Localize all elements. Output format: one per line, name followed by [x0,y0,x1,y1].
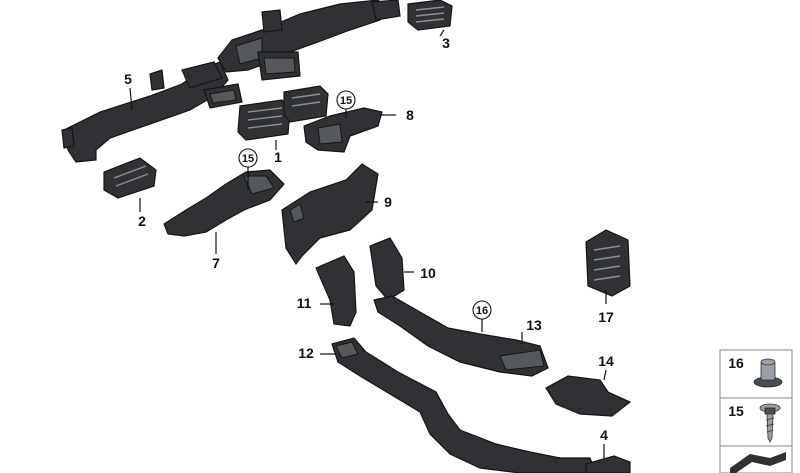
callout-7: 7 [212,255,220,271]
part-4-vent [585,455,631,473]
upper-center-duct [217,0,401,81]
part-1-twin-vent [237,85,329,141]
legend-label-16: 16 [728,355,744,371]
part-2-vent [103,157,157,199]
part-11-duct [315,255,357,327]
part-7-duct [163,169,285,237]
callout-5: 5 [124,71,132,87]
callout-17: 17 [598,309,614,325]
callout-11: 11 [297,295,312,311]
part-17-vent [585,229,631,297]
callout-15-top: 15 [340,95,352,107]
leader-lines [129,29,607,458]
part-8-duct [303,107,383,153]
callout-13: 13 [526,317,542,333]
legend-label-15: 15 [728,403,744,419]
callout-3: 3 [442,35,450,51]
clip-icon [730,452,786,473]
callout-4: 4 [600,427,608,443]
part-10-duct [369,237,405,301]
part-9-duct [281,163,379,266]
callout-16: 16 [476,305,488,317]
circled-callouts: 15 15 16 [238,90,492,320]
callout-2: 2 [138,213,146,229]
callout-1: 1 [274,149,282,165]
hardware-legend: 16 15 [719,349,793,473]
callout-14: 14 [598,353,614,369]
part-12-duct [331,337,597,473]
callout-10: 10 [420,265,436,281]
callout-8: 8 [406,107,414,123]
callout-15-mid: 15 [242,153,254,165]
callout-12: 12 [298,345,314,361]
callout-9: 9 [384,194,392,210]
screw-icon [759,403,781,443]
part-5-duct [61,61,243,163]
nut-icon [753,358,783,388]
part-3-vent [407,0,453,31]
part-13-duct [373,295,549,377]
callout-labels: 3 5 1 8 2 7 9 10 11 12 13 14 17 4 [124,35,614,443]
part-14-duct [545,375,632,417]
